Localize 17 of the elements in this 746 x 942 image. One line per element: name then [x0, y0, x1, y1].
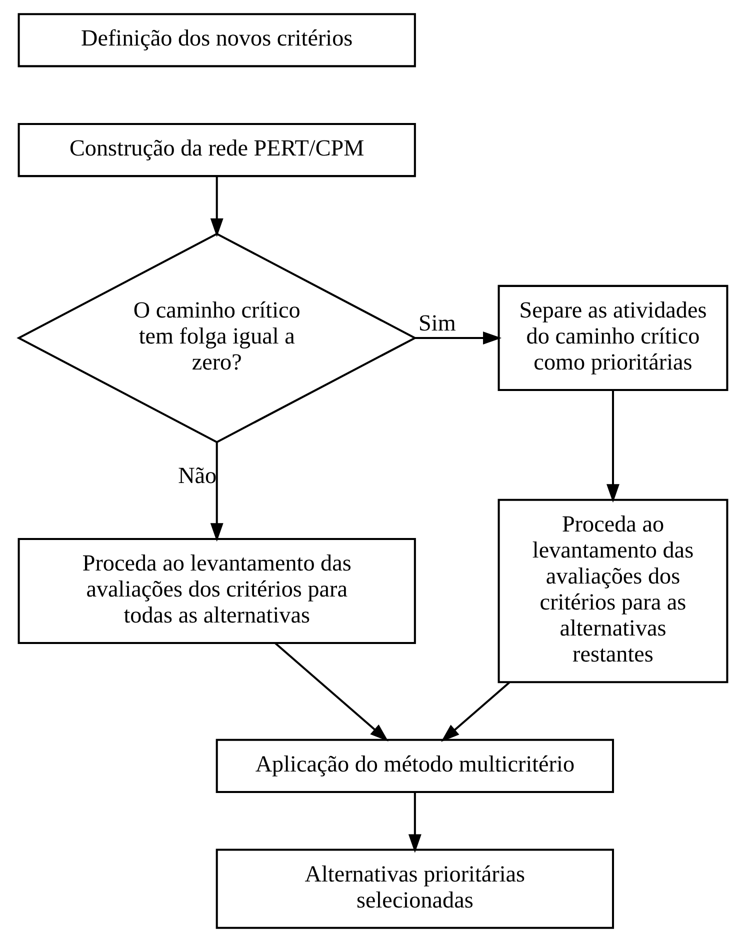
arrow	[606, 390, 620, 503]
node-box: Aplicação do método multicritério	[216, 738, 614, 793]
edge-label: Sim	[418, 310, 456, 336]
node-diamond: O caminho crítico tem folga igual a zero?	[16, 232, 418, 444]
edge-label: Não	[178, 463, 217, 490]
node-box: Construção da rede PERT/CPM	[18, 123, 416, 178]
node-box: Alternativas prioritárias selecionadas	[216, 848, 614, 929]
arrow	[274, 642, 388, 742]
node-box: Proceda ao levantamento das avaliações dos critérios para as alternativas restantes	[498, 498, 728, 684]
node-box: Separe as atividades do caminho crítico como prioritárias	[498, 284, 728, 392]
arrow	[414, 332, 502, 344]
arrow	[210, 442, 224, 542]
node-box: Definição dos novos critérios	[18, 13, 416, 68]
arrow	[408, 792, 422, 853]
node-box: Proceda ao levantamento das avaliações dos critérios para todas as alternativas	[18, 538, 416, 644]
arrow	[210, 176, 224, 237]
arrow	[441, 682, 510, 742]
